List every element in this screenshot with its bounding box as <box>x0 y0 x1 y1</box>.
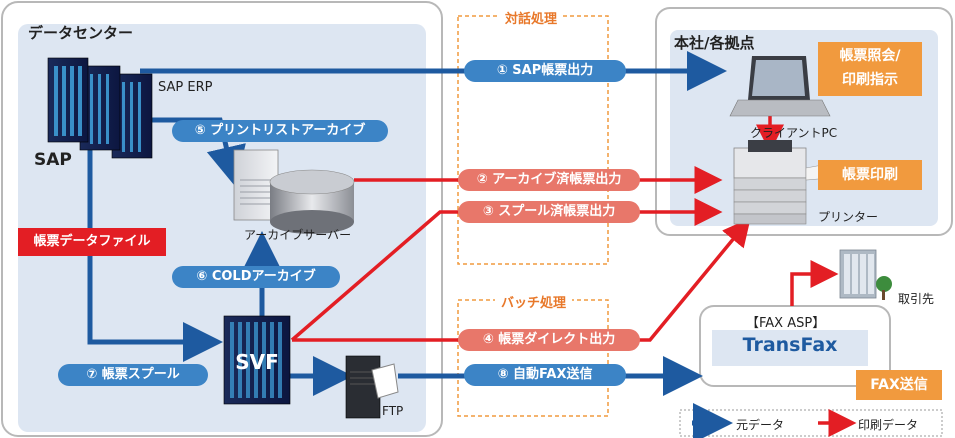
fax-asp-label: 【FAX ASP】 <box>746 316 826 331</box>
printer-action-label: 帳票印刷 <box>818 160 922 190</box>
batch-region <box>457 299 609 417</box>
sap-label: SAP <box>34 150 72 170</box>
legend-blue-label: 元データ <box>736 418 785 432</box>
flow-5-label: ⑤ プリントリストアーカイブ <box>172 120 388 142</box>
svf-label: SVF <box>235 350 279 374</box>
flow-2-label: ② アーカイブ済帳票出力 <box>458 169 640 191</box>
ftp-label: FTP <box>382 404 404 418</box>
archive-server-icon <box>233 149 355 234</box>
flow-6-label: ⑥ COLDアーカイブ <box>172 266 340 288</box>
datacenter-title: データセンター <box>28 24 134 42</box>
taiwa-label: 対話処理 <box>499 8 564 27</box>
archive-server-label: アーカイブサーバー <box>244 228 352 242</box>
taiwa-region <box>457 15 609 265</box>
chouhyo-data-file-tag: 帳票データファイル <box>18 228 166 256</box>
flow-7-label: ⑦ 帳票スプール <box>58 364 208 386</box>
legend-red-label: 印刷データ <box>858 418 919 432</box>
client-action-label: 帳票照会/ 印刷指示 <box>818 42 922 96</box>
ftp-server-icon <box>345 355 399 419</box>
laptop-icon <box>729 56 831 117</box>
flow-1-label: ① SAP帳票出力 <box>464 60 626 82</box>
printer-label: プリンター <box>818 210 879 224</box>
honsha-title: 本社/各拠点 <box>674 34 755 52</box>
sap-erp-label: SAP ERP <box>158 80 213 95</box>
transfax-label: TransFax <box>742 334 838 356</box>
client-pc-label: クライアントPC <box>750 126 838 140</box>
fax-asp-inner <box>712 330 868 366</box>
fax-action-label: FAX送信 <box>856 370 942 400</box>
flow-fax-torihiki-line <box>790 260 839 306</box>
flow-4-line <box>292 217 751 342</box>
building-icon <box>839 249 892 300</box>
torihiki-label: 取引先 <box>898 292 935 306</box>
flow-4-label: ④ 帳票ダイレクト出力 <box>458 329 640 351</box>
flow-down-line <box>87 150 223 362</box>
batch-label: バッチ処理 <box>495 292 573 311</box>
svf-server-icon <box>223 315 291 405</box>
sap-server-icon <box>47 57 153 159</box>
flow-3-label: ③ スプール済帳票出力 <box>458 201 640 223</box>
flow-8-label: ⑧ 自動FAX送信 <box>464 364 626 386</box>
